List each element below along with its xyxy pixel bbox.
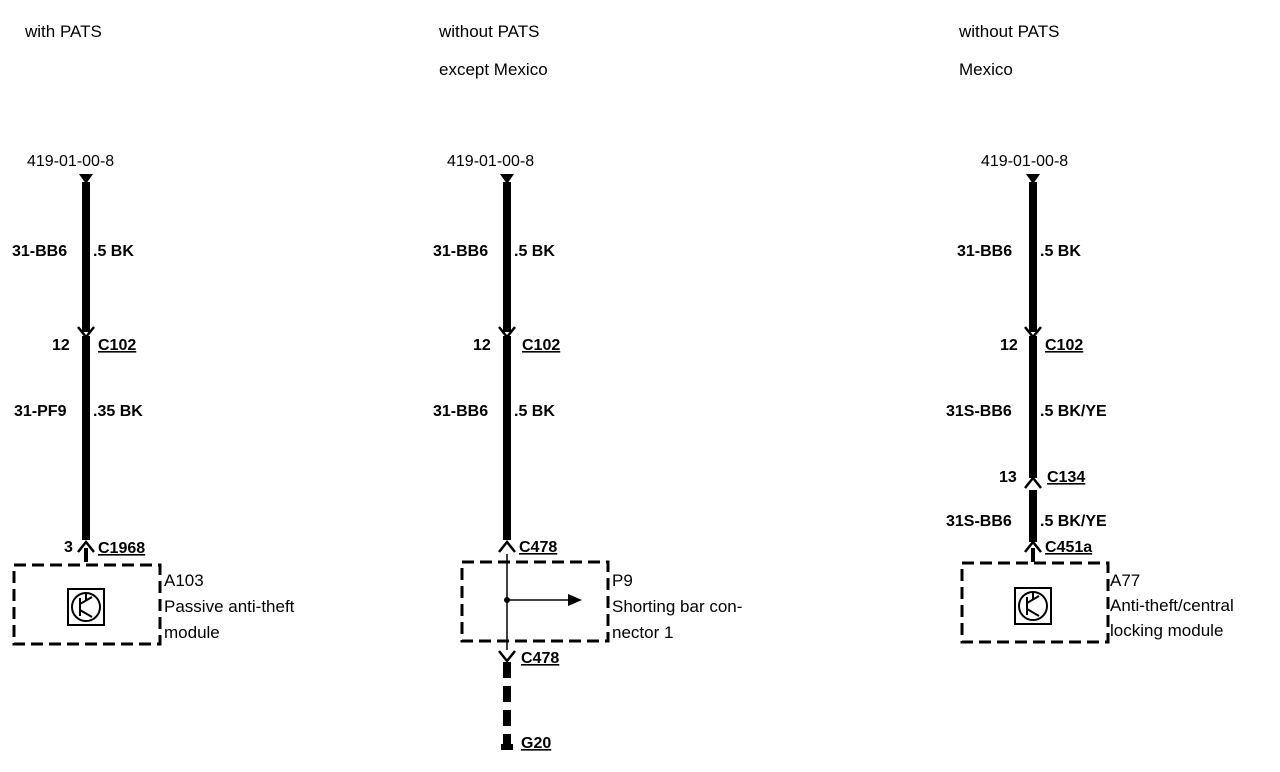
wire-circuit-label: 31-BB6 (957, 243, 1012, 260)
component-name-line2: nector 1 (612, 623, 673, 642)
connector-name-label: C134 (1047, 469, 1085, 486)
arrow-right-icon (507, 594, 582, 606)
wire-circuit-label: 31S-BB6 (946, 513, 1012, 530)
connector-top-triangle (500, 174, 514, 184)
reference-label: 419-01-00-8 (27, 153, 114, 170)
wire-spec-label: .5 BK (514, 403, 555, 420)
wire-spec-label: .5 BK (1040, 243, 1081, 260)
connector-name-label: C478 (519, 539, 557, 556)
wire-segment (1031, 548, 1035, 562)
transistor-symbol-icon (67, 588, 105, 626)
wire-spec-label: .5 BK (514, 243, 555, 260)
connector-name-label: C451a (1045, 539, 1092, 556)
connector-pin-label: 3 (64, 539, 73, 556)
connector-name-label: C102 (522, 337, 560, 354)
wire-segment (1029, 182, 1037, 332)
connector-name-label: C478 (521, 650, 559, 667)
component-name-line2: locking module (1110, 621, 1223, 640)
connector-c478-lower-symbol (498, 650, 516, 664)
wire-segment (1029, 336, 1037, 478)
column-header: with PATS (24, 22, 102, 41)
connector-name-label: C1968 (98, 540, 145, 557)
connector-pin-label: 12 (52, 337, 70, 354)
connector-name-label: C102 (1045, 337, 1083, 354)
connector-name-label: C102 (98, 337, 136, 354)
wire-spec-label: .5 BK/YE (1040, 513, 1107, 530)
connector-c478-symbol (498, 539, 516, 553)
wire-circuit-label: 31-PF9 (14, 403, 67, 420)
connector-pin-label: 12 (1000, 337, 1018, 354)
connector-top-triangle (79, 174, 93, 184)
component-id-label: P9 (612, 571, 633, 590)
component-id-label: A103 (164, 571, 204, 590)
wire-spec-label: .35 BK (93, 403, 143, 420)
wire-spec-label: .5 BK/YE (1040, 403, 1107, 420)
component-name-line2: module (164, 623, 220, 642)
wire-segment (84, 548, 88, 562)
column-with-pats: with PATS 419-01-00-8 31-BB6 .5 BK 12 C1… (12, 22, 295, 646)
column-without-pats-except-mexico: without PATS except Mexico 419-01-00-8 3… (433, 22, 742, 752)
connector-pin-label: 13 (999, 469, 1017, 486)
wire-spec-label: .5 BK (93, 243, 134, 260)
component-name-line1: Shorting bar con- (612, 597, 742, 616)
component-name-line1: Passive anti-theft (164, 597, 295, 616)
component-name-line1: Anti-theft/central (1110, 596, 1234, 615)
component-id-label: A77 (1110, 571, 1140, 590)
column-header: without PATS (438, 22, 539, 41)
connector-top-triangle (1026, 174, 1040, 184)
column-subheader: Mexico (959, 60, 1013, 79)
connector-c134-symbol (1024, 475, 1042, 489)
component-box-a103 (12, 563, 162, 646)
wire-circuit-label: 31-BB6 (433, 403, 488, 420)
transistor-symbol-icon (1014, 587, 1052, 625)
wire-segment (82, 336, 90, 540)
reference-label: 419-01-00-8 (447, 153, 534, 170)
ground-symbol (501, 744, 513, 750)
component-box-p9 (460, 560, 610, 643)
connector-c451a-symbol (1024, 539, 1042, 553)
wire-segment (82, 182, 90, 332)
column-subheader: except Mexico (439, 60, 548, 79)
ground-name-label: G20 (521, 735, 551, 752)
wire-segment (1029, 490, 1037, 542)
connector-c1968-symbol (77, 539, 95, 553)
wire-segment (503, 182, 511, 332)
reference-label: 419-01-00-8 (981, 153, 1068, 170)
connector-pin-label: 12 (473, 337, 491, 354)
component-box-a77 (960, 561, 1110, 644)
wire-circuit-label: 31-BB6 (12, 243, 67, 260)
column-without-pats-mexico: without PATS Mexico 419-01-00-8 31-BB6 .… (946, 22, 1234, 644)
wire-circuit-label: 31-BB6 (433, 243, 488, 260)
wire-circuit-label: 31S-BB6 (946, 403, 1012, 420)
column-header: without PATS (958, 22, 1059, 41)
wire-segment (503, 336, 511, 540)
